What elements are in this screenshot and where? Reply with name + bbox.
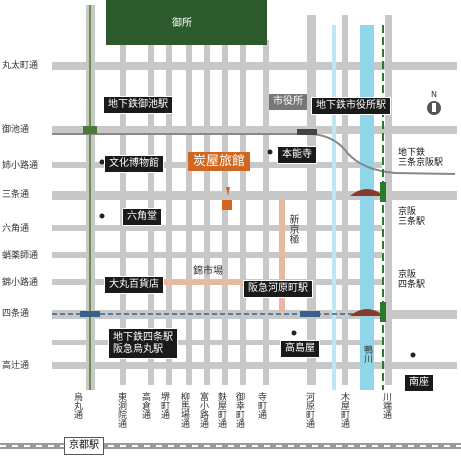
street-oike: 御池通: [2, 125, 30, 135]
shijo-station-label: 地下鉄四条駅 阪急烏丸駅: [108, 328, 178, 359]
street-anekoji: 姉小路通: [2, 161, 39, 171]
shinkyogoku-label: 新京極: [287, 214, 298, 244]
street-takakura: 高倉通: [140, 392, 150, 419]
street-fuyacho: 麩屋町通: [216, 392, 226, 428]
kyoto-station-label: 京都駅: [64, 437, 104, 455]
street-kiyamachi: 木屋町通: [339, 392, 349, 428]
street-gokomachi: 御幸町通: [234, 392, 244, 428]
takashimaya-label: 高島屋: [280, 340, 320, 358]
daimaru-label: 大丸百貨店: [104, 276, 164, 294]
sanjo-keihan-station-label: 地下鉄 三条京阪駅: [398, 148, 444, 169]
nishiki-market-label: 錦市場: [193, 266, 223, 277]
shinkyogoku-arcade: [279, 200, 285, 312]
street-nishikikoji: 錦小路通: [2, 278, 39, 288]
kamo-river-label: 鴨川: [362, 345, 372, 363]
street-sakaimachi: 堺町通: [159, 392, 169, 419]
street-shijo: 四条通: [2, 309, 30, 319]
street-karasuma: 烏丸通: [72, 392, 82, 419]
rokkakudo-label: 六角堂: [122, 208, 162, 226]
museum-label: 文化博物館: [104, 155, 164, 173]
street-kawabata: 川端通: [381, 392, 391, 419]
compass-north-label: N: [431, 90, 437, 99]
street-takoyakushi: 蛸薬師通: [2, 251, 39, 261]
street-higashinotoin: 東洞院通: [116, 392, 126, 428]
hotel-pointer: [226, 187, 230, 196]
street-yanaginobamba: 柳馬場通: [179, 392, 189, 428]
bridges: [350, 189, 384, 316]
street-rokkaku: 六角通: [2, 224, 30, 234]
street-teramachi: 寺町通: [256, 392, 266, 419]
street-takatsuji: 高辻通: [2, 361, 30, 371]
hotel-marker: [222, 200, 232, 210]
minamiza-label: 南座: [404, 374, 434, 392]
city-hall-label: 市役所: [269, 94, 307, 110]
palace-label: 御所: [168, 16, 196, 32]
kamo-river: [360, 25, 374, 390]
nishiki-market-street: [150, 280, 270, 285]
street-kawaramachi: 河原町通: [304, 392, 314, 428]
keihan-shijo-label: 京阪 四条駅: [398, 270, 426, 291]
keihan-sanjo-label: 京阪 三条駅: [398, 207, 426, 228]
street-tominokoji: 富小路通: [198, 392, 208, 428]
hotel-label: 炭屋旅館: [188, 152, 251, 171]
street-marutamachi: 丸太町通: [2, 61, 39, 71]
shiyakusho-station-label: 地下鉄市役所駅: [311, 97, 391, 115]
street-sanjo: 三条通: [2, 190, 30, 200]
station-markers: [80, 126, 386, 322]
takase-canal: [332, 25, 336, 390]
oike-station-label: 地下鉄御池駅: [103, 96, 173, 114]
honnoji-label: 本能寺: [277, 146, 317, 164]
hankyu-kawaramachi-label: 阪急河原町駅: [243, 280, 313, 298]
